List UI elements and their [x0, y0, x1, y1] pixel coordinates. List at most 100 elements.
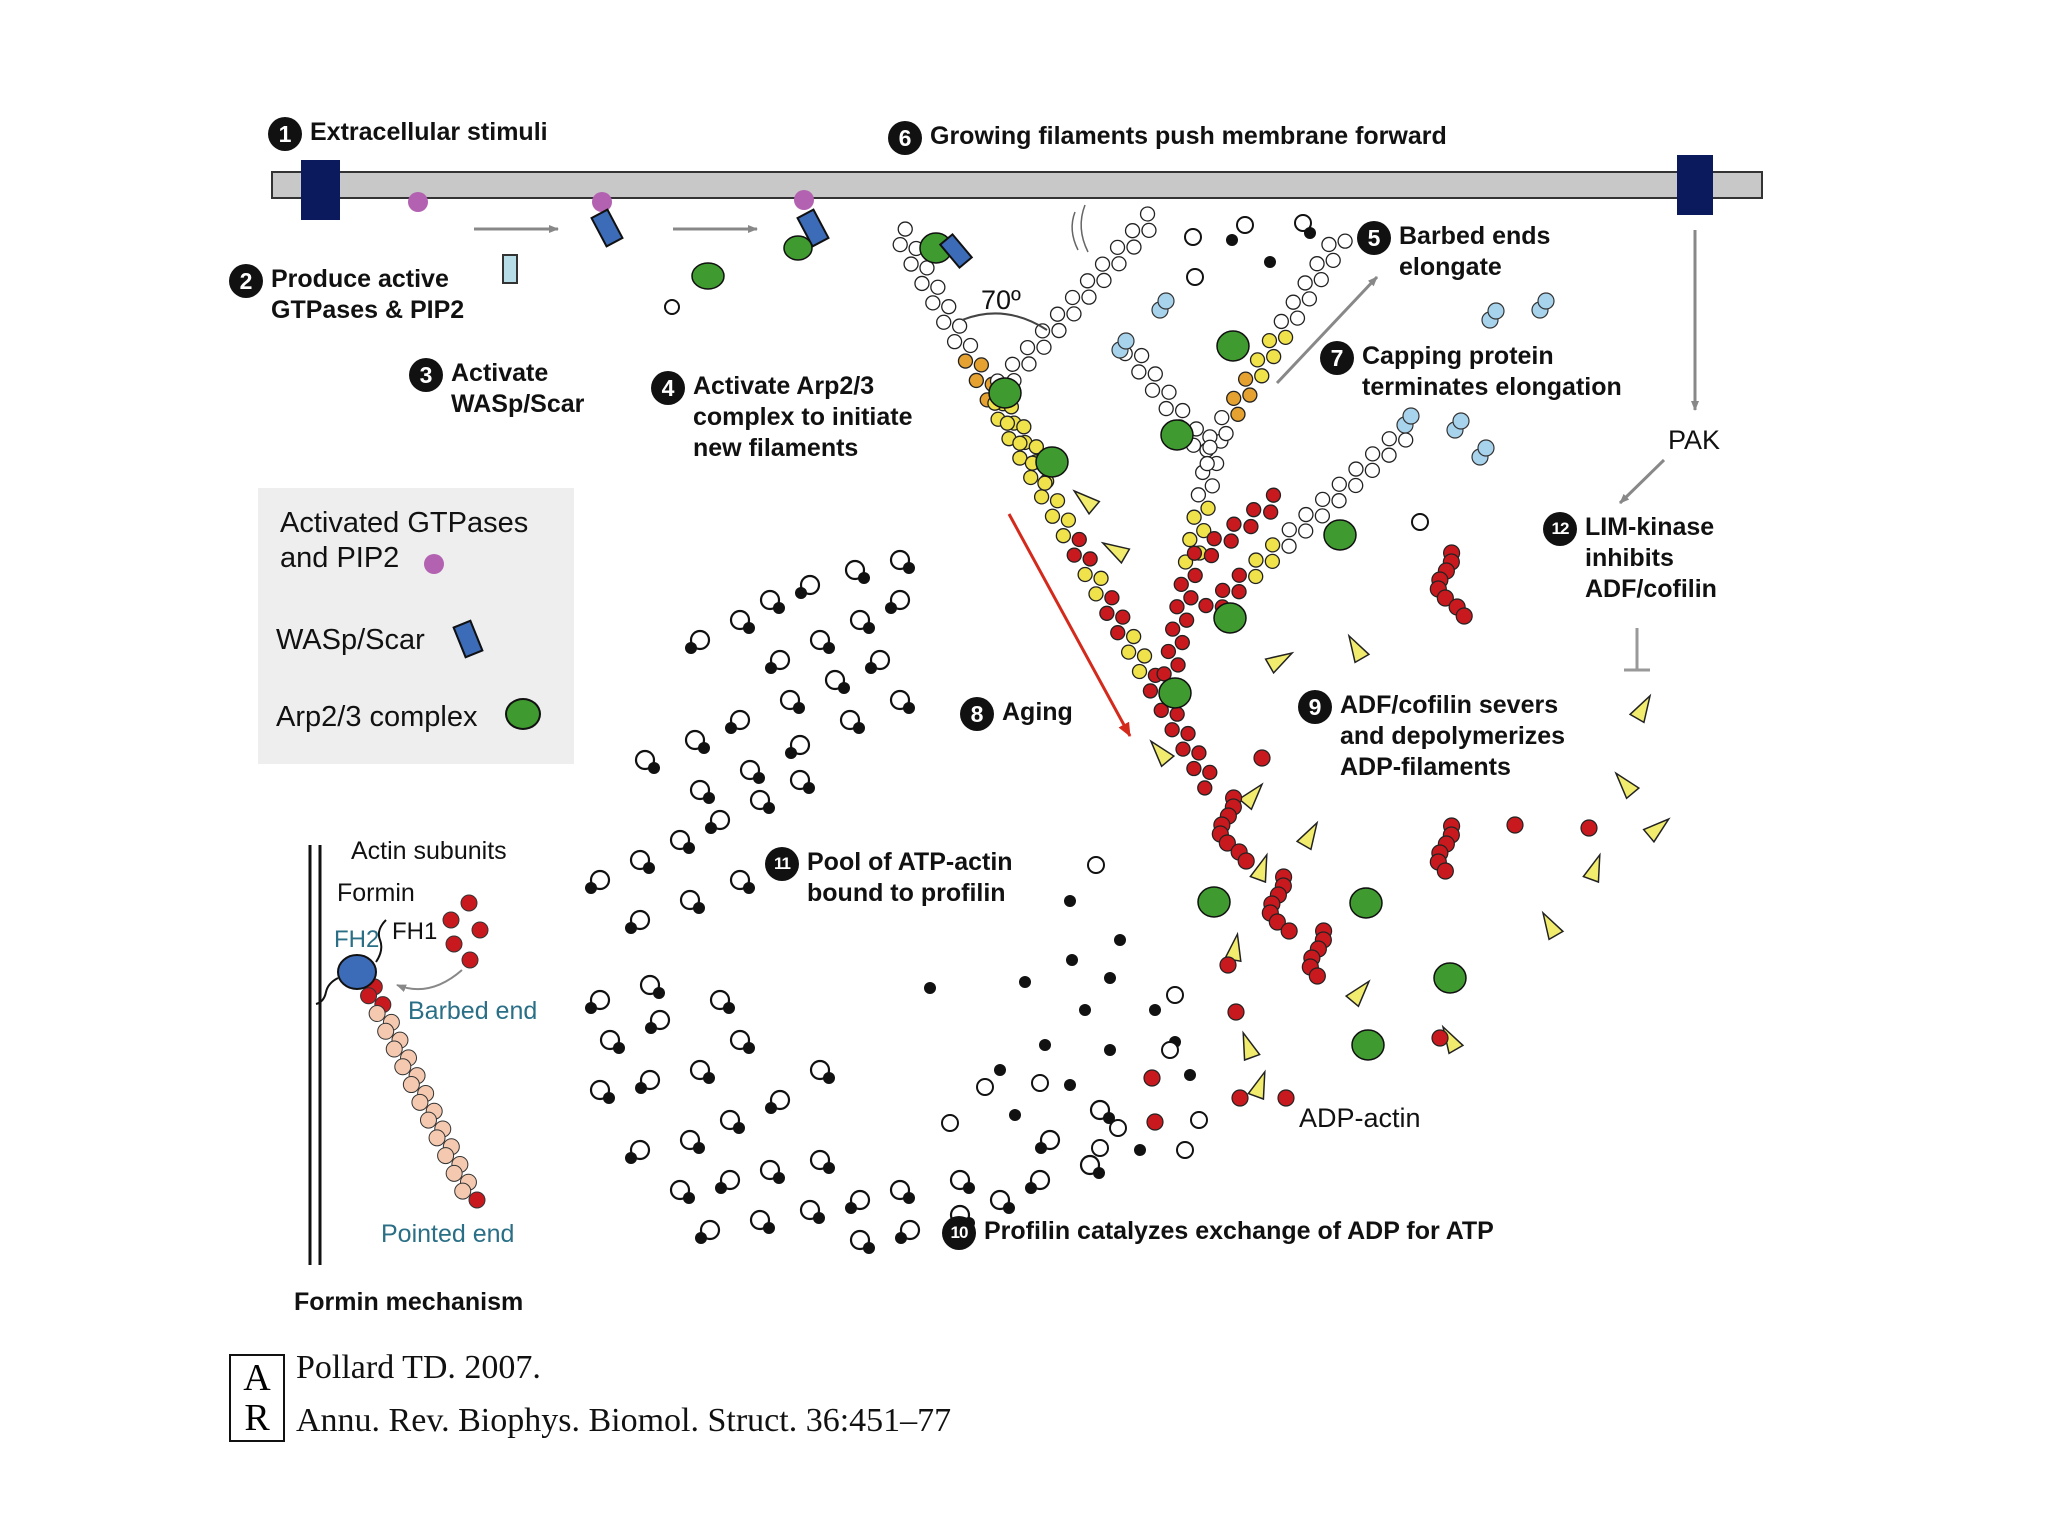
step-number: 8	[960, 697, 994, 731]
profilin	[1114, 934, 1126, 946]
legend-gtpases-label: Activated GTPases and PIP2	[280, 507, 529, 574]
atp-actin	[1184, 228, 1202, 246]
atp-actin-subunit	[897, 221, 913, 237]
profilin	[1025, 1182, 1037, 1194]
atp-actin-subunit	[1139, 206, 1156, 222]
atp-actin-subunit	[1321, 236, 1337, 253]
adp-actin-subunit	[1178, 612, 1195, 628]
atp-actin-subunit	[914, 275, 930, 292]
adp-actin-subunit	[1198, 597, 1214, 614]
adp-pi-actin-subunit	[1136, 648, 1153, 664]
adp-pi-actin-subunit	[1277, 329, 1294, 345]
cofilin	[1249, 852, 1268, 884]
adp-actin-subunit	[1066, 547, 1082, 563]
adp-pi-actin-subunit	[1016, 419, 1032, 435]
fh1-tether	[375, 919, 387, 963]
profilin	[763, 1222, 775, 1234]
atp-actin-subunit	[1289, 310, 1306, 326]
step-number: 6	[888, 121, 922, 155]
profilin	[703, 1072, 715, 1084]
adp-actin	[460, 894, 478, 912]
angle-arc	[961, 312, 1048, 331]
adp-actin-subunit	[1165, 621, 1181, 637]
adp-pi-actin-subunit	[1226, 390, 1242, 407]
atp-actin-subunit	[1285, 294, 1301, 310]
angle-label: 70º	[981, 285, 1021, 315]
formin-mechanism-title: Formin mechanism	[294, 1288, 524, 1316]
adp-actin-subunit	[1099, 605, 1115, 621]
atp-actin-subunit	[1309, 256, 1325, 272]
capping-protein	[1477, 439, 1495, 457]
profilin	[705, 822, 717, 834]
step-number: 10	[942, 1216, 976, 1250]
adp-actin-subunit	[1174, 634, 1190, 651]
capping-protein	[1402, 407, 1420, 425]
adp-actin-subunit	[1231, 1089, 1249, 1107]
adp-actin	[442, 911, 460, 929]
atp-actin-subunit	[1109, 239, 1126, 256]
fh2-label: FH2	[334, 926, 380, 953]
atp-actin-subunit	[1381, 431, 1397, 447]
profilin	[895, 1232, 907, 1244]
atp-actin-subunit	[925, 295, 941, 311]
adp-pi-actin-subunit	[1044, 508, 1061, 524]
capping-protein	[1157, 292, 1175, 310]
arp23-complex	[1160, 419, 1194, 451]
adp-actin-subunit	[1203, 547, 1220, 564]
adp-pi-actin-subunit	[1249, 352, 1266, 368]
adp-actin	[461, 951, 479, 969]
atp-actin-subunit	[941, 299, 957, 315]
adp-actin-subunit	[1173, 576, 1189, 592]
atp-actin-subunit	[1174, 402, 1191, 419]
wasp-scar	[590, 208, 624, 248]
profilin	[1019, 976, 1031, 988]
profilin	[698, 742, 710, 754]
cofilin	[1541, 910, 1565, 941]
atp-actin	[1294, 214, 1312, 232]
formin-filament-subunit	[394, 1058, 412, 1076]
pak-to-limk-arrow	[1618, 458, 1666, 505]
atp-actin-subunit	[1381, 447, 1397, 463]
profilin	[625, 922, 637, 934]
adp-actin-subunit	[1231, 567, 1247, 583]
actin-subunits-label: Actin subunits	[351, 837, 507, 865]
adp-actin-subunit	[1206, 531, 1222, 547]
profilin	[823, 1072, 835, 1084]
atp-actin-subunit	[1079, 273, 1096, 289]
profilin	[773, 602, 785, 614]
profilin	[683, 1192, 695, 1204]
adp-pi-actin-subunit	[1077, 566, 1093, 583]
adp-pi-actin-subunit	[1200, 500, 1216, 516]
atp-actin-subunit	[1301, 291, 1318, 307]
profilin	[963, 1182, 975, 1194]
profilin	[1149, 1004, 1161, 1016]
adp-actin-subunit	[1219, 956, 1237, 974]
profilin	[703, 792, 715, 804]
legend-gtpase-swatch	[424, 554, 444, 574]
adp-pi-actin-subunit	[1186, 509, 1202, 525]
atp-actin-subunit	[1021, 356, 1037, 372]
cofilin	[1582, 852, 1601, 884]
atp-actin-subunit	[1147, 366, 1163, 382]
adp-actin-subunit	[1156, 666, 1172, 682]
profilin	[865, 662, 877, 674]
capping-protein	[1117, 332, 1135, 350]
atp-actin-subunit	[1004, 356, 1021, 372]
atp-actin-subunit	[1094, 256, 1111, 272]
cofilin	[1264, 651, 1295, 675]
atp-actin-subunit	[1204, 478, 1220, 494]
arp23-complex	[988, 377, 1022, 409]
adp-actin-subunit	[1237, 852, 1255, 870]
step-number: 4	[651, 371, 685, 405]
legend-wasp-swatch	[452, 619, 484, 659]
adp-actin-profilin	[1226, 234, 1238, 246]
profilin	[648, 762, 660, 774]
profilin	[643, 862, 655, 874]
adp-actin-profilin	[1304, 227, 1316, 239]
atp-actin-subunit	[1051, 322, 1067, 339]
atp-actin-subunit	[1314, 491, 1331, 508]
adp-actin-subunit	[1202, 764, 1218, 781]
adp-pi-actin-subunit	[1012, 450, 1028, 466]
